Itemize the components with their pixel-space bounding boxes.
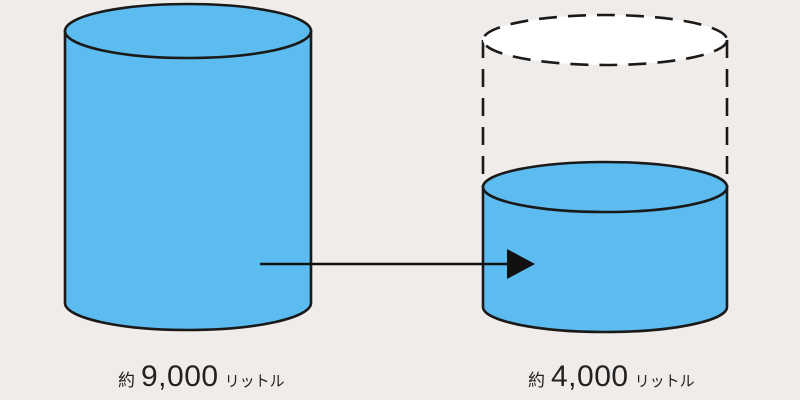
full-tank-top <box>63 2 313 60</box>
full-tank-caption: 約 9,000 リットル <box>118 362 285 396</box>
partial-tank-prefix: 約 <box>528 371 545 391</box>
full-tank-amount: 9,000 <box>141 360 219 393</box>
partial-water-body <box>481 185 729 334</box>
full-tank <box>63 2 313 332</box>
transfer-arrowhead <box>507 249 535 279</box>
full-tank-prefix: 約 <box>118 371 135 391</box>
partial-tank-amount: 4,000 <box>551 360 629 393</box>
partial-water-surface <box>481 160 729 214</box>
partial-tank-caption: 約 4,000 リットル <box>528 362 695 396</box>
full-tank-unit: リットル <box>224 372 285 390</box>
transfer-arrow <box>260 249 535 279</box>
empty-tank-dashed-top <box>481 13 729 67</box>
partial-tank <box>481 13 729 334</box>
full-tank-body <box>63 29 313 332</box>
partial-tank-unit: リットル <box>634 372 695 390</box>
